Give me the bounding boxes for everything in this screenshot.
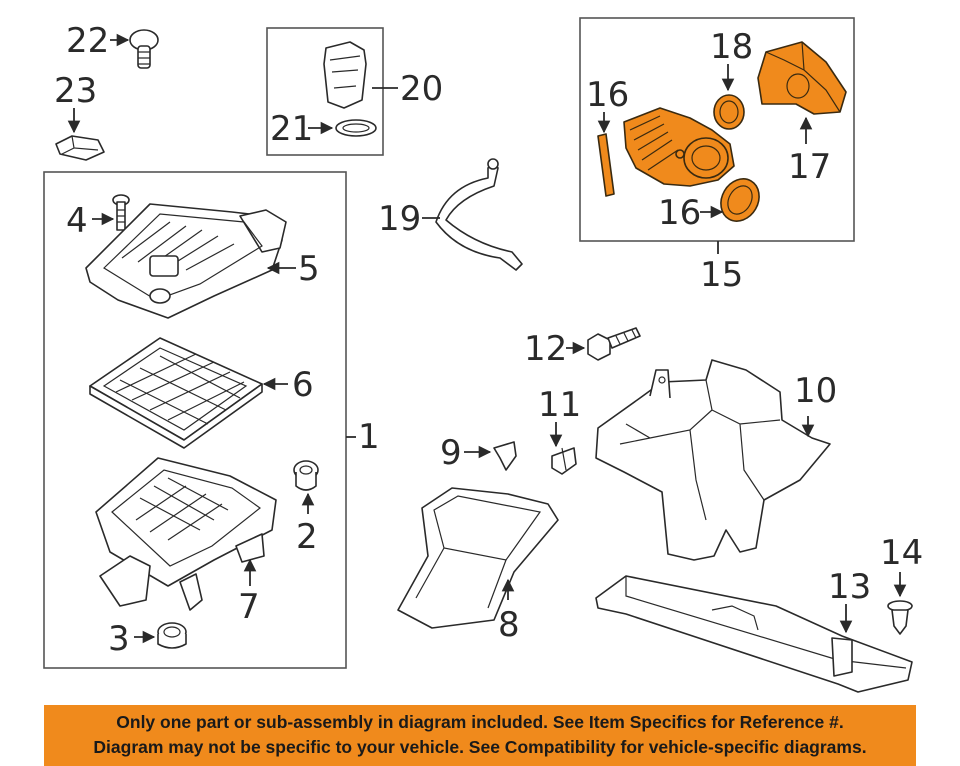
part-17-resonator[interactable] <box>757 41 847 115</box>
callout-9: 9 <box>440 433 462 473</box>
callout-1: 1 <box>358 417 380 457</box>
part-11-clip[interactable] <box>551 447 577 475</box>
part-12-bolt[interactable] <box>587 327 641 361</box>
callout-22: 22 <box>66 21 109 61</box>
callout-18: 18 <box>710 27 753 67</box>
part-3-plug[interactable] <box>157 622 187 649</box>
callout-20: 20 <box>400 69 443 109</box>
part-10-resonator[interactable] <box>595 359 831 561</box>
part-22-bolt[interactable] <box>129 29 159 69</box>
callout-6: 6 <box>292 365 314 405</box>
part-14-push-pin[interactable] <box>887 600 913 635</box>
callout-16-top: 16 <box>586 75 629 115</box>
callout-2: 2 <box>296 517 318 557</box>
part-23-clip[interactable] <box>55 135 105 161</box>
notice-line-2: Diagram may not be specific to your vehi… <box>93 737 867 757</box>
callout-10: 10 <box>794 371 837 411</box>
part-21-seal[interactable] <box>335 119 377 137</box>
notice-line-1: Only one part or sub-assembly in diagram… <box>116 712 844 732</box>
callout-11: 11 <box>538 385 581 425</box>
group-box-1 <box>43 171 347 669</box>
callout-5: 5 <box>298 249 320 289</box>
part-4-bolt[interactable] <box>112 194 130 231</box>
part-16-seal[interactable] <box>713 172 766 228</box>
part-19-hose[interactable] <box>435 158 523 271</box>
callout-17: 17 <box>788 147 831 187</box>
part-20-sensor[interactable] <box>323 41 367 109</box>
part-18-seal[interactable] <box>713 94 745 130</box>
group-box-20 <box>266 27 384 156</box>
callout-19: 19 <box>378 199 421 239</box>
part-2-grommet[interactable] <box>293 460 319 491</box>
group-box-15 <box>579 17 855 242</box>
part-5-upper-housing[interactable] <box>85 203 287 319</box>
callout-4: 4 <box>66 201 88 241</box>
callout-7: 7 <box>238 587 260 627</box>
part-15-intake-duct[interactable] <box>623 107 735 187</box>
callout-14: 14 <box>880 533 923 573</box>
part-13-shield[interactable] <box>595 575 913 693</box>
part-6-filter-element[interactable] <box>89 337 263 449</box>
part-16-strip[interactable] <box>597 133 615 197</box>
part-8-inlet-duct[interactable] <box>397 487 559 629</box>
callout-21: 21 <box>270 109 313 149</box>
callout-13: 13 <box>828 567 871 607</box>
part-7-lower-housing[interactable] <box>95 457 277 611</box>
notice-banner: Only one part or sub-assembly in diagram… <box>44 705 916 766</box>
callout-23: 23 <box>54 71 97 111</box>
part-9-clip[interactable] <box>493 441 517 471</box>
callout-3: 3 <box>108 619 130 659</box>
callout-8: 8 <box>498 605 520 645</box>
callout-12: 12 <box>524 329 567 369</box>
callout-16-bottom: 16 <box>658 193 701 233</box>
callout-15: 15 <box>700 255 743 295</box>
